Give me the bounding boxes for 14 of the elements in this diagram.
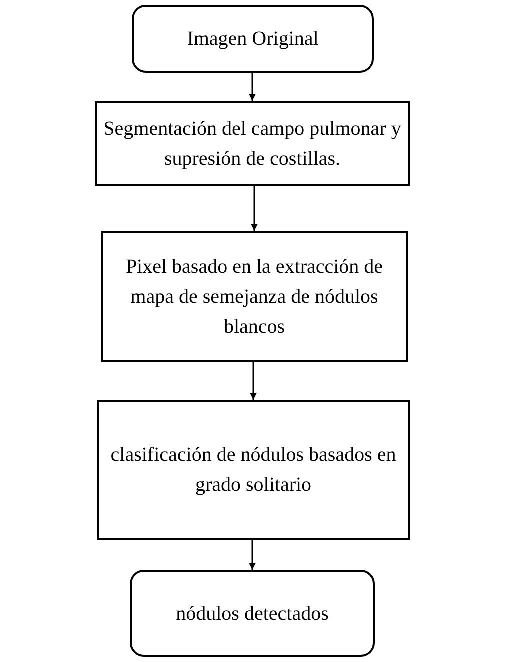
terminal-box [132,5,374,73]
node-label: clasificación de nódulos basados en grado solitario [110,443,398,498]
process-box [97,400,410,540]
arrow [249,73,256,101]
arrow [250,362,257,400]
process-box [95,101,410,186]
node-label: Segmentación del campo pulmonar y supresión de costillas. [102,116,402,172]
node-label: nódulos detectados [176,602,329,626]
arrow [249,540,256,570]
node-label: Imagen Original [187,27,319,52]
node-label: Pixel basado en la extracción de mapa de semejanza de nódulos blancos [124,254,384,340]
process-box [101,231,408,362]
terminal-box [130,570,375,657]
arrow [251,186,258,231]
